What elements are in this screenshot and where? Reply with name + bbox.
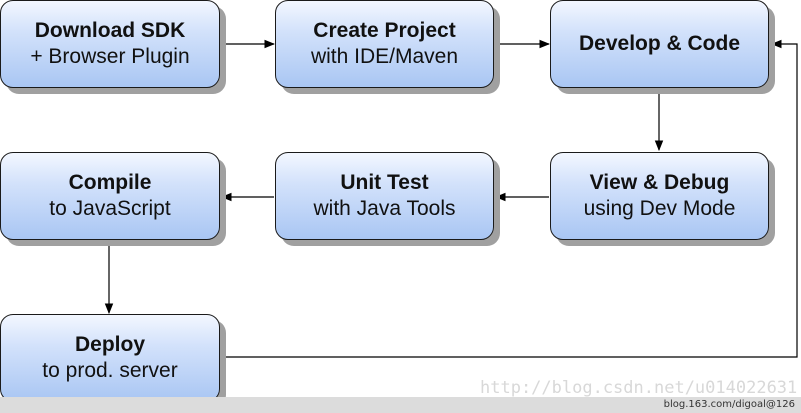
step-subtitle: with IDE/Maven [310, 45, 459, 68]
step-title: Compile [68, 171, 152, 194]
step-title: Download SDK [34, 19, 186, 42]
step-subtitle: to JavaScript [49, 197, 171, 220]
step-subtitle: to prod. server [42, 359, 178, 382]
step-title: Develop & Code [578, 32, 741, 55]
step-deploy: Deploy to prod. server [0, 314, 220, 402]
step-title: Create Project [313, 19, 456, 42]
footer-credit: blog.163.com/digoal@126 [663, 399, 795, 410]
step-title: View & Debug [589, 171, 730, 194]
footer-bar [0, 397, 801, 413]
step-subtitle: with Java Tools [313, 197, 456, 220]
step-create-project: Create Project with IDE/Maven [275, 0, 494, 88]
step-subtitle: using Dev Mode [583, 197, 736, 220]
step-subtitle: + Browser Plugin [30, 45, 190, 68]
step-unit-test: Unit Test with Java Tools [275, 152, 494, 240]
step-view-debug: View & Debug using Dev Mode [550, 152, 769, 240]
step-compile: Compile to JavaScript [0, 152, 220, 240]
watermark-url: http://blog.csdn.net/u014022631 [480, 378, 798, 398]
step-develop-code: Develop & Code [550, 0, 769, 88]
arrow-deploy-to-develop [222, 39, 798, 358]
step-title: Unit Test [340, 171, 429, 194]
step-title: Deploy [74, 333, 145, 356]
step-download-sdk: Download SDK + Browser Plugin [0, 0, 220, 88]
